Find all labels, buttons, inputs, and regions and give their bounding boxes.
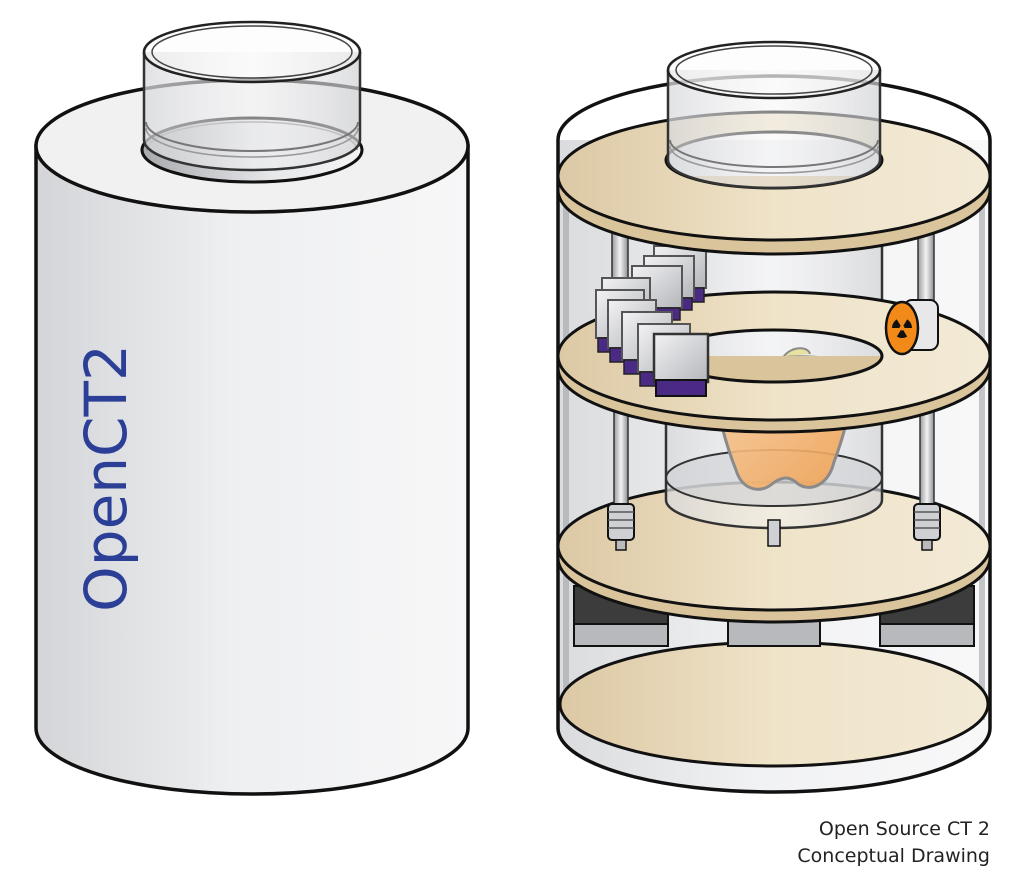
- detector-array: [595, 245, 710, 397]
- cutaway-sample-tube: [666, 40, 882, 190]
- lead-screw-nut-left: [607, 503, 635, 551]
- top-platter: [556, 74, 992, 256]
- xray-source: [884, 299, 939, 356]
- detector-module: [652, 332, 710, 397]
- radiation-icon: [889, 316, 915, 338]
- caption-line-1: Open Source CT 2: [818, 818, 990, 840]
- exterior-label: OpenCT2: [72, 344, 140, 612]
- exterior-sample-tube: [142, 20, 362, 172]
- figure-caption: Open Source CT 2 Conceptual Drawing: [797, 816, 990, 870]
- caption-line-2: Conceptual Drawing: [797, 845, 990, 867]
- lead-screw-nut-right: [913, 503, 941, 551]
- base-plate: [558, 640, 990, 768]
